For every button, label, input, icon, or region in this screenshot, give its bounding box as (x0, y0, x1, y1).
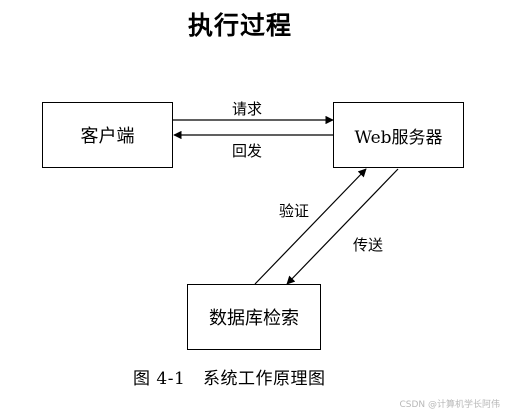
watermark: CSDN @计算机学长阿伟 (399, 400, 500, 410)
client-node-label: 客户端 (80, 126, 135, 147)
transfer-label: 传送 (353, 236, 384, 254)
client-node: 客户端 (42, 102, 173, 168)
web-server-node-label: Web服务器 (354, 127, 443, 148)
request-label: 请求 (232, 100, 263, 118)
figure-caption: 图 4-1 系统工作原理图 (133, 369, 326, 389)
verify-label: 验证 (279, 202, 310, 220)
page-title: 执行过程 (187, 11, 292, 40)
database-node-label: 数据库检索 (209, 308, 299, 329)
response-label: 回发 (232, 142, 263, 160)
web-server-node: Web服务器 (333, 102, 464, 168)
transfer-arrow (286, 168, 399, 285)
database-node: 数据库检索 (187, 284, 321, 350)
verify-arrow (254, 168, 367, 285)
